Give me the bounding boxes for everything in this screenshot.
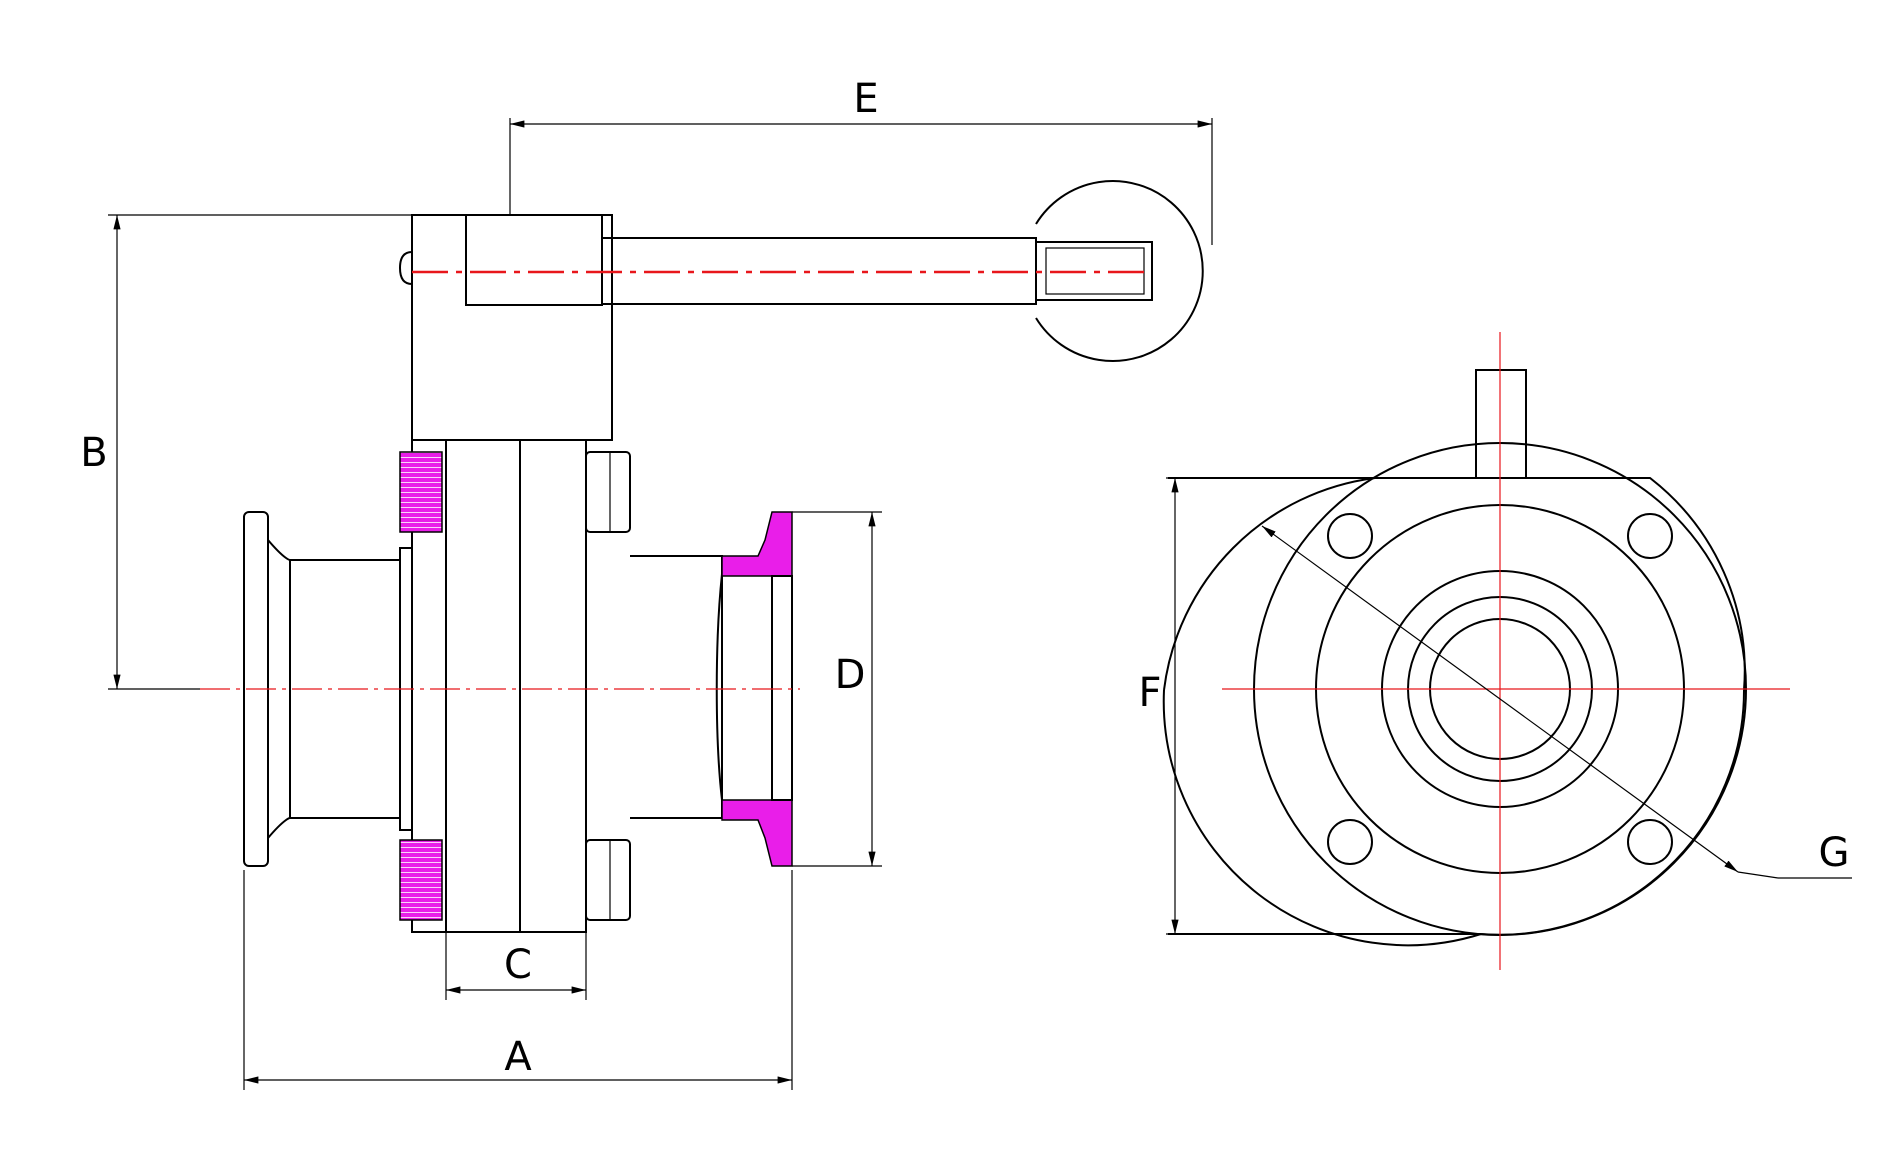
handle-hub — [465, 214, 603, 306]
bolt-hole-top-left — [1327, 513, 1373, 559]
right-ferrule — [630, 511, 793, 867]
dimension-g-leader — [1737, 871, 1779, 879]
left-ferrule — [243, 511, 412, 867]
dimension-e: E — [509, 76, 1213, 245]
bolt-hole-bottom-left — [1327, 819, 1373, 865]
dimension-f-label: F — [1138, 670, 1161, 716]
side-view: A B C D E — [80, 76, 1213, 1090]
right-ferrule-section-top — [721, 511, 793, 577]
nut-bottom-left — [399, 839, 443, 921]
dimension-b: B — [80, 214, 412, 690]
bolt-head-bottom-right — [585, 839, 631, 921]
body-left-plate — [411, 439, 447, 933]
dimension-c-label: C — [504, 942, 532, 988]
dimension-b-label: B — [80, 430, 107, 476]
hub-nut — [398, 251, 413, 285]
lever-knob — [1035, 180, 1204, 362]
right-ferrule-section-bottom — [721, 799, 793, 867]
left-ferrule-top — [267, 539, 412, 561]
front-body-top-left — [1163, 477, 1376, 691]
front-view: F G — [1138, 332, 1852, 970]
front-body-top-right — [1631, 477, 1746, 691]
dimension-f: F — [1138, 477, 1481, 935]
dimension-g: G — [1261, 525, 1852, 879]
dimension-d-label: D — [835, 652, 866, 698]
stem — [1475, 369, 1527, 479]
dimension-e-label: E — [853, 76, 878, 122]
dimension-a-label: A — [504, 1034, 532, 1080]
right-ferrule-face — [771, 575, 793, 801]
bolt-hole-top-right — [1627, 513, 1673, 559]
dimension-g-label: G — [1819, 830, 1850, 876]
nut-top-left — [399, 451, 443, 533]
valve-body — [399, 439, 631, 933]
handle-assembly — [398, 180, 1204, 441]
dimension-a: A — [243, 870, 793, 1090]
dimension-c: C — [445, 932, 587, 1000]
dimension-g-diameter-line — [1261, 525, 1739, 873]
actuator-housing — [411, 214, 613, 441]
bolt-hole-bottom-right — [1627, 819, 1673, 865]
body-block — [445, 439, 587, 933]
right-ferrule-body — [630, 555, 723, 819]
dimension-d: D — [792, 511, 882, 867]
bolt-head-top-right — [585, 451, 631, 533]
front-body-bottom-left — [1162, 689, 1482, 947]
left-ferrule-bottom — [267, 817, 412, 839]
